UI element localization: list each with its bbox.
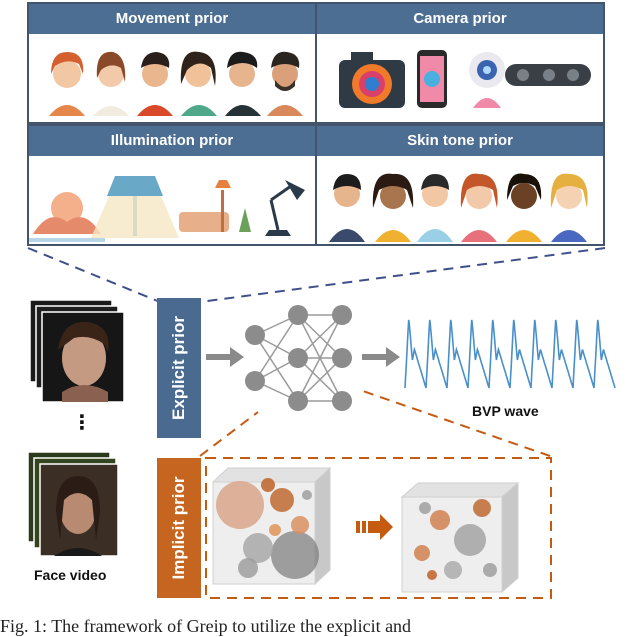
person-3 <box>417 174 453 242</box>
explicit-connector-left <box>27 247 161 303</box>
explicit-connector-right <box>199 247 606 303</box>
dslr-camera-icon <box>339 52 405 108</box>
desk-lamp-icon <box>265 180 305 236</box>
arrow-to-wave <box>362 347 400 367</box>
illumination-prior-title: Illumination prior <box>29 126 315 156</box>
floor-lamp-icon <box>91 176 179 238</box>
implicit-prior-label: Implicit prior <box>169 476 188 580</box>
illumination-prior-panel: Illumination prior <box>27 124 317 246</box>
skin-tone-prior-illustration <box>317 156 603 244</box>
person-6 <box>550 173 588 242</box>
webcam-icon <box>469 52 505 108</box>
embedding-cube-right <box>400 481 520 594</box>
explicit-prior-label: Explicit prior <box>169 316 188 420</box>
movement-prior-panel: Movement prior <box>27 2 317 124</box>
camera-prior-title: Camera prior <box>317 4 603 34</box>
avatar-4 <box>180 51 217 116</box>
avatar-1 <box>49 52 85 116</box>
figure-caption: Fig. 1: The framework of Greip to utiliz… <box>0 616 412 636</box>
face-video-stack-bottom <box>27 451 119 557</box>
person-2 <box>372 173 414 242</box>
face-video-label: Face video <box>34 567 107 583</box>
camera-prior-illustration <box>317 34 603 122</box>
camera-prior-panel: Camera prior <box>315 2 605 124</box>
avatar-5 <box>225 51 261 116</box>
network-nodes <box>245 305 352 411</box>
illumination-prior-illustration <box>29 156 315 244</box>
person-5 <box>506 173 542 242</box>
avatar-2 <box>93 51 129 116</box>
sunset-scene-icon <box>29 192 105 242</box>
implicit-prior-bar: Implicit prior <box>157 458 201 598</box>
explicit-prior-bar: Explicit prior <box>157 298 201 438</box>
ellipsis-indicator: ⋮ <box>72 412 92 434</box>
implicit-connector-left <box>199 411 259 457</box>
skin-tone-prior-panel: Skin tone prior <box>315 124 605 246</box>
skin-tone-prior-title: Skin tone prior <box>317 126 603 156</box>
smartphone-icon <box>417 50 447 108</box>
movement-prior-title: Movement prior <box>29 4 315 34</box>
person-1 <box>329 174 365 242</box>
bvp-wave-line <box>404 319 616 389</box>
avatar-3 <box>137 52 173 116</box>
implicit-dashed-box <box>205 457 552 599</box>
depth-camera-icon <box>505 64 591 86</box>
living-room-icon <box>179 180 251 232</box>
face-video-stack-top <box>29 299 125 403</box>
implicit-connector-right <box>359 389 551 457</box>
transform-arrow <box>356 514 393 540</box>
arrow-to-network <box>206 347 244 367</box>
embedding-cube-left <box>211 466 332 586</box>
avatar-6 <box>267 51 303 116</box>
person-4 <box>460 173 498 242</box>
bvp-wave-label: BVP wave <box>472 403 539 419</box>
movement-prior-illustration <box>29 34 315 122</box>
